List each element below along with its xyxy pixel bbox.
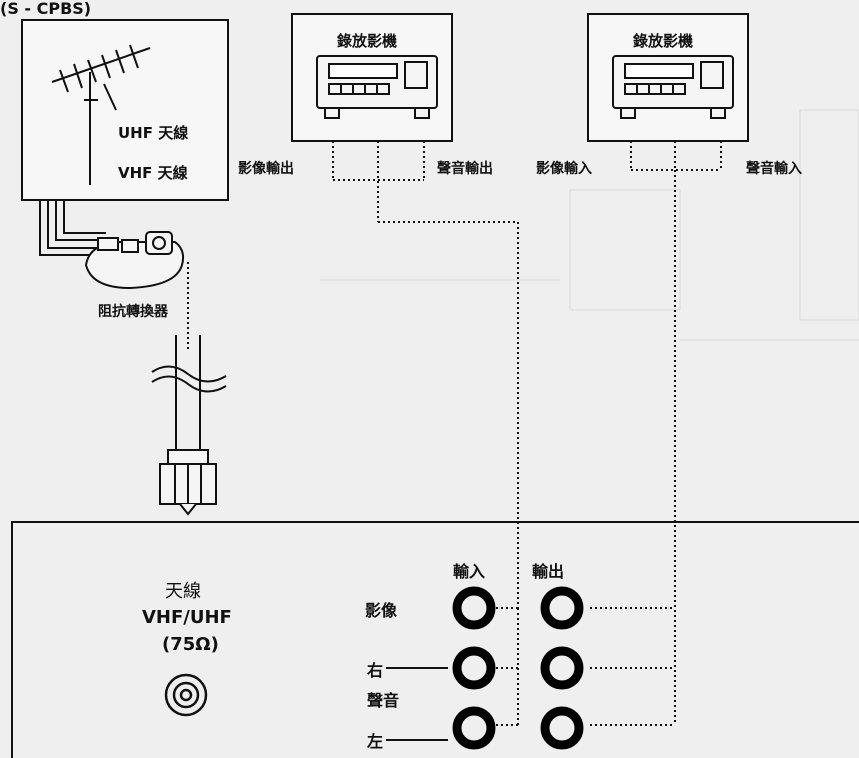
coax-cable <box>151 335 227 452</box>
audio-right-input-jack <box>452 646 496 690</box>
tv-antenna-label: 天線 <box>165 581 201 602</box>
left-row-label: 左 <box>366 732 383 751</box>
vcr-audio-output-label: 聲音輸出 <box>437 160 493 177</box>
vcr-video-output-label: 影像輸出 <box>238 160 294 177</box>
impedance-transformer-icon <box>84 231 185 290</box>
uhf-antenna-label: UHF 天線 <box>118 124 188 142</box>
right-row-label: 右 <box>367 661 383 680</box>
vcr-input-title: 錄放影機 <box>633 32 693 50</box>
top-fragment-text: (S - CPBS) <box>0 0 91 18</box>
vcr-icon <box>612 55 734 119</box>
audio-left-output-jack <box>540 706 584 750</box>
video-row-label: 影像 <box>365 601 398 620</box>
vhf-antenna-label: VHF 天線 <box>118 164 188 182</box>
vcr-output-title: 錄放影機 <box>337 32 397 50</box>
antenna-box: UHF 天線 VHF 天線 <box>21 19 229 201</box>
audio-right-output-jack <box>540 646 584 690</box>
antenna-jack-icon <box>164 673 208 717</box>
video-input-jack <box>452 586 496 630</box>
antenna-icon <box>51 44 151 185</box>
vcr-input-box: 錄放影機 <box>587 13 749 142</box>
input-column-header: 輸入 <box>453 562 485 581</box>
tv-band-label: VHF/UHF <box>142 607 232 628</box>
tv-impedance-label: (75Ω) <box>162 634 219 655</box>
audio-row-label: 聲音 <box>367 691 399 710</box>
tv-rear-panel <box>11 521 859 758</box>
vcr-icon <box>316 55 438 119</box>
vcr-audio-input-label: 聲音輸入 <box>746 160 802 177</box>
f-connector-icon <box>159 449 217 516</box>
audio-left-input-jack <box>452 706 496 750</box>
vcr-output-box: 錄放影機 <box>291 13 453 142</box>
video-output-jack <box>540 586 584 630</box>
signal-wiring <box>332 141 722 726</box>
vcr-video-input-label: 影像輸入 <box>536 160 592 177</box>
impedance-transformer-label: 阻抗轉換器 <box>98 303 169 320</box>
feeder-cables <box>39 200 106 256</box>
output-column-header: 輸出 <box>532 562 564 581</box>
